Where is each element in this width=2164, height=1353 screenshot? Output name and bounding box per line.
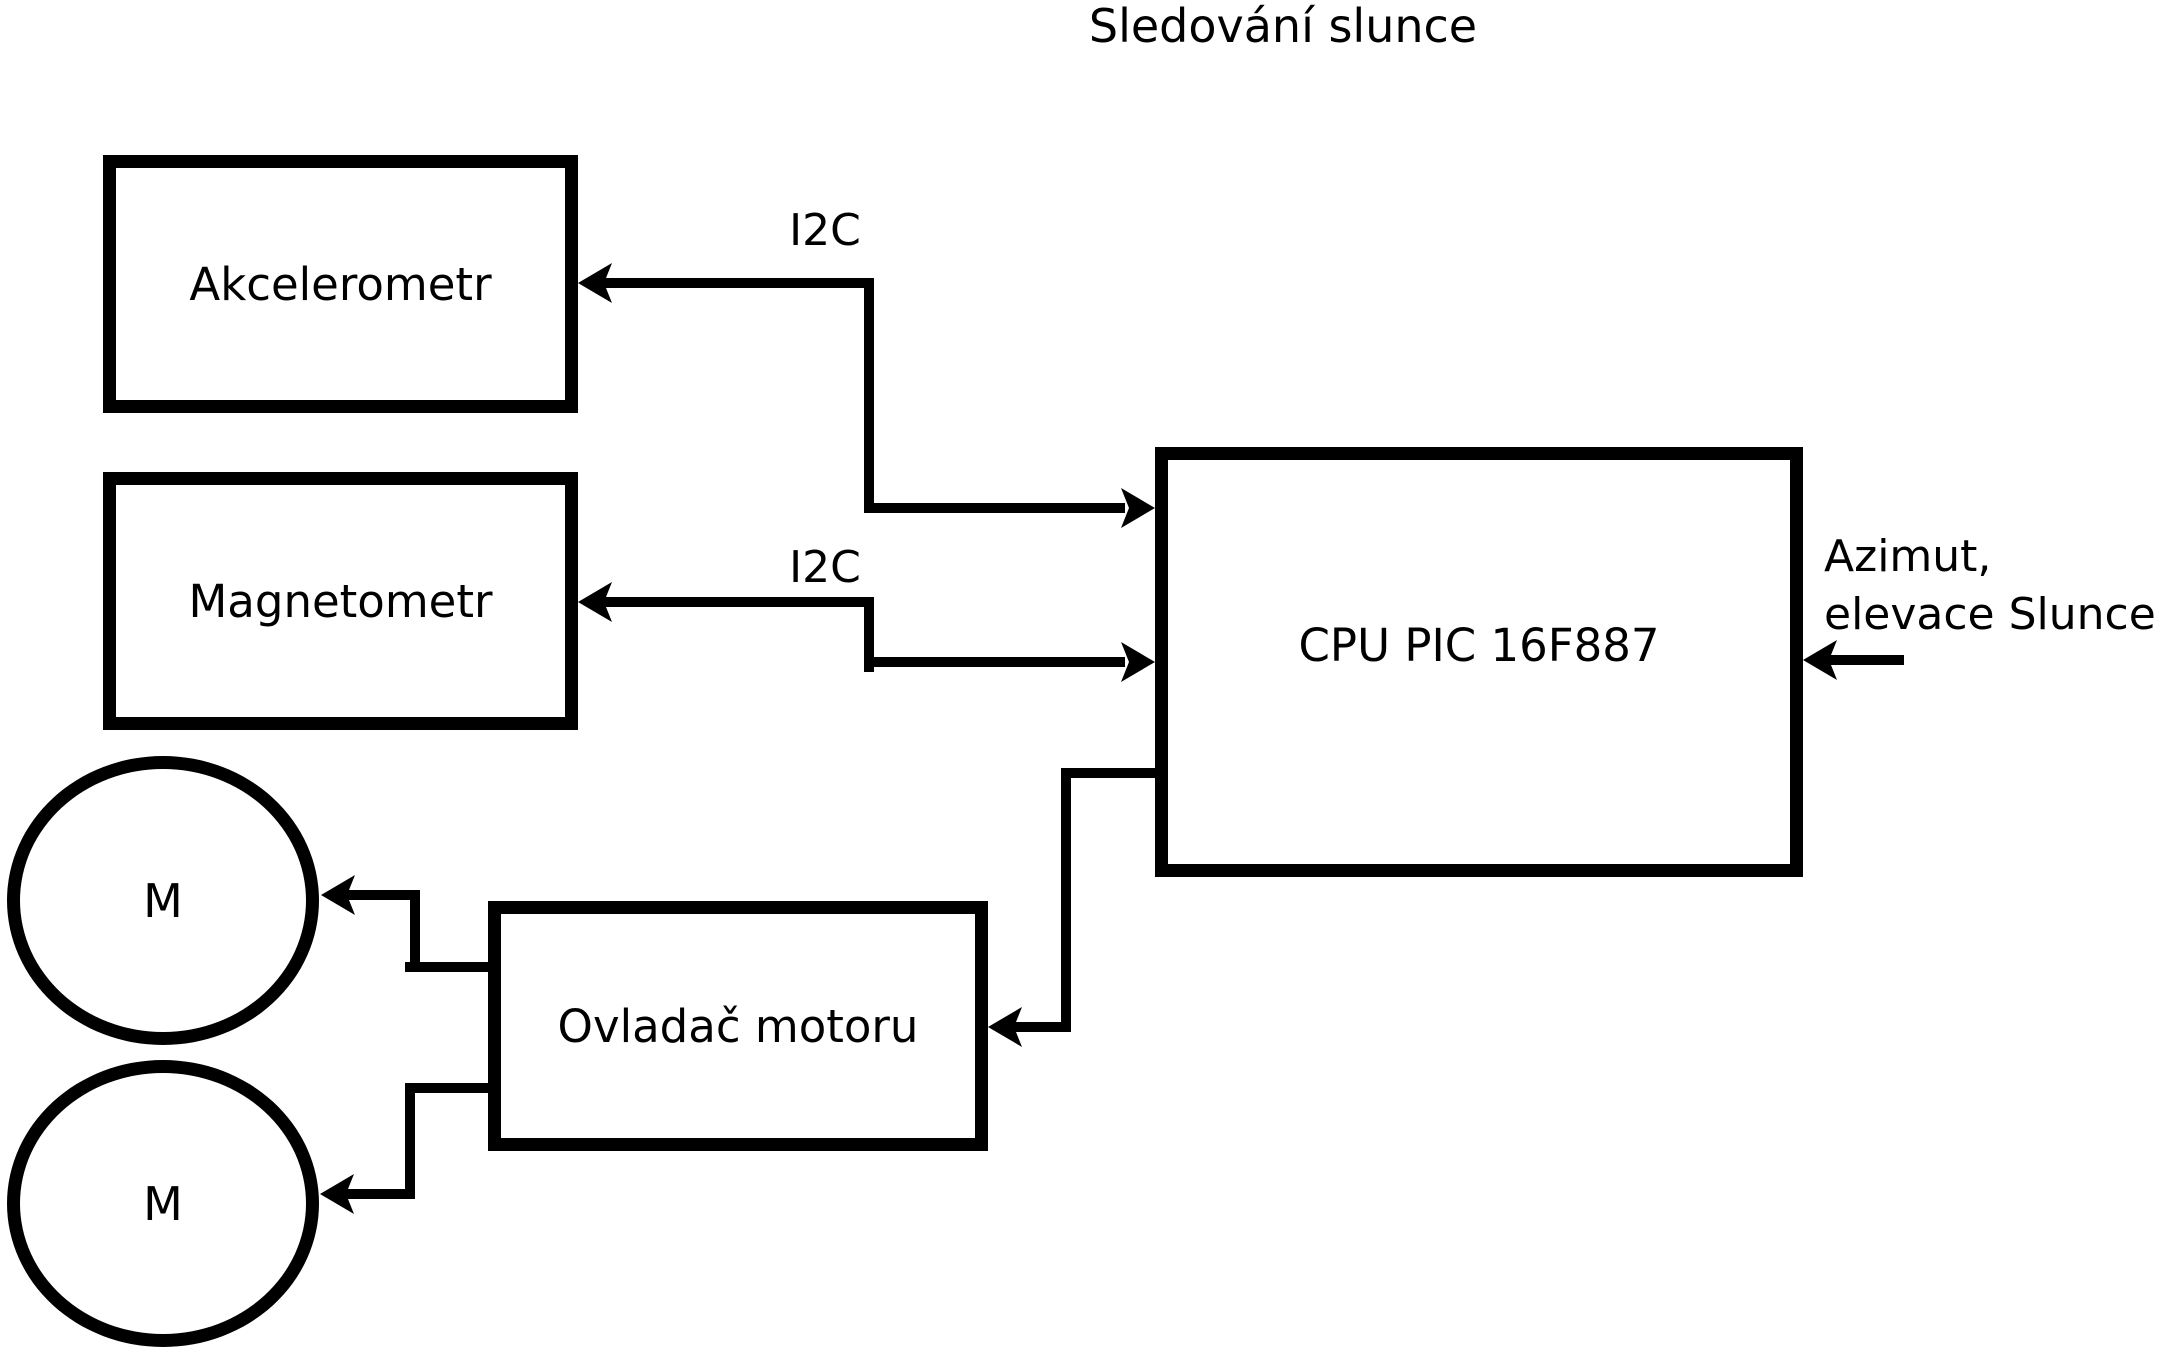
label-azimut-line1: Azimut,: [1824, 531, 1992, 582]
arrowhead-into-cpu-upper: [1121, 488, 1155, 528]
motor-2-circle: M: [7, 1060, 319, 1347]
arrowhead-into-cpu-right: [1803, 640, 1837, 680]
label-i2c-magnetometr: I2C: [789, 542, 861, 593]
arrowhead-into-motor2: [320, 1174, 354, 1214]
connector-cpu-akcelerometr-v: [864, 278, 874, 513]
label-azimut-line2: elevace Slunce: [1824, 589, 2156, 640]
motor-1-circle: M: [7, 756, 319, 1045]
connector-cpu-magnetometr-v: [864, 597, 874, 672]
connector-ovladac-motor2-h1: [405, 1083, 488, 1093]
connector-azimut-cpu-h: [1829, 655, 1904, 665]
block-cpu: CPU PIC 16F887: [1155, 447, 1803, 877]
block-akcelerometr: Akcelerometr: [103, 155, 578, 413]
connector-cpu-ovladac-h1: [1061, 768, 1155, 778]
connector-ovladac-motor1-h2: [347, 890, 420, 900]
arrowhead-into-akcelerometr: [578, 263, 612, 303]
connector-cpu-akcelerometr-h2: [864, 503, 1125, 513]
connector-cpu-ovladac-h2: [1014, 1022, 1066, 1032]
connector-ovladac-motor2-v: [405, 1083, 415, 1199]
block-akcelerometr-label: Akcelerometr: [189, 257, 492, 311]
connector-cpu-akcelerometr-h1: [604, 278, 874, 288]
connector-ovladac-motor2-h2: [346, 1189, 415, 1199]
motor-1-label: M: [143, 873, 183, 928]
arrowhead-into-ovladac: [988, 1007, 1022, 1047]
diagram-title: Sledování slunce: [1088, 0, 1478, 53]
label-azimut-elevace: Azimut, elevace Slunce: [1824, 528, 2156, 644]
connector-cpu-ovladac-v: [1061, 768, 1071, 1032]
block-magnetometr-label: Magnetometr: [188, 574, 493, 628]
arrowhead-into-cpu-lower: [1121, 642, 1155, 682]
block-ovladac-motoru: Ovladač motoru: [488, 901, 988, 1151]
label-i2c-akcelerometr: I2C: [789, 205, 861, 256]
connector-ovladac-motor1-h1: [405, 962, 488, 972]
connector-ovladac-motor1-v: [410, 890, 420, 972]
arrowhead-into-magnetometr: [578, 582, 612, 622]
motor-2-label: M: [143, 1176, 183, 1231]
block-ovladac-motoru-label: Ovladač motoru: [557, 999, 919, 1053]
block-cpu-label: CPU PIC 16F887: [1298, 618, 1660, 672]
connector-cpu-magnetometr-h1: [604, 597, 874, 607]
block-magnetometr: Magnetometr: [103, 472, 578, 730]
arrowhead-into-motor1: [321, 875, 355, 915]
connector-cpu-magnetometr-h2: [864, 657, 1125, 667]
